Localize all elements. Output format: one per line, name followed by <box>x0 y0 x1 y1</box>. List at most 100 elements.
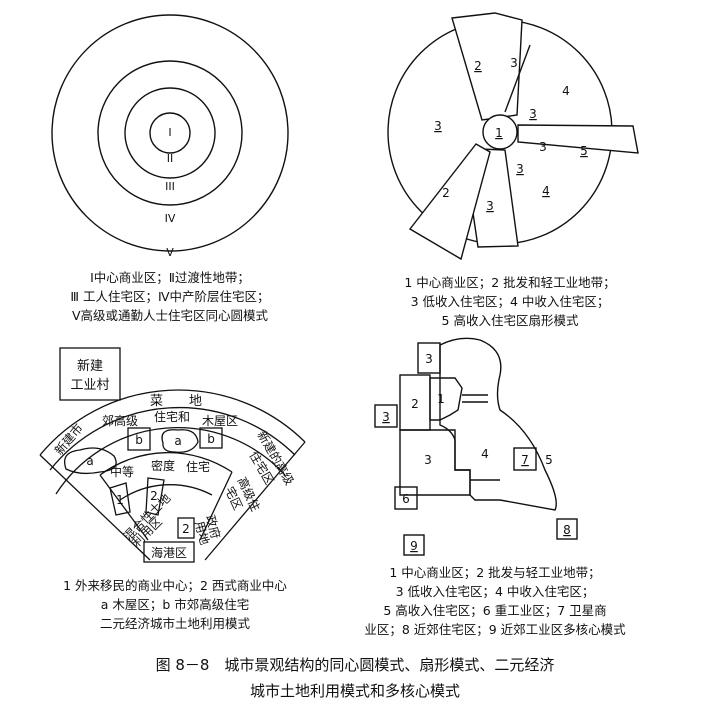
multi-label-8: 8 <box>563 523 571 537</box>
mid-density-a: 中等 <box>110 464 134 479</box>
ring-label-iv: IV <box>165 212 176 225</box>
multi-label-3-south: 3 <box>424 453 432 467</box>
multi-label-3-west: 3 <box>382 410 390 424</box>
sector-label-5: 5 <box>580 144 588 158</box>
mark-b-left: b <box>135 433 143 447</box>
multi-zone-3-south <box>399 429 471 496</box>
sector-caption-line2: 3 低收入住宅区；4 中收入住宅区； <box>410 294 610 309</box>
multi-label-1: 1 <box>437 392 445 406</box>
multi-caption-line2: 3 低收入住宅区；4 中收入住宅区； <box>395 584 595 599</box>
multi-zone-1 <box>429 377 463 421</box>
dual-side-left <box>39 454 151 561</box>
suburb-b-right <box>199 427 223 449</box>
dual-inner-right <box>199 471 233 541</box>
multi-label-7: 7 <box>521 453 529 467</box>
figure-caption: 图 8－8 城市景观结构的同心圆模式、扇形模式、二元经济 城市土地利用模式和多核… <box>60 652 650 704</box>
ring-iv <box>97 60 243 206</box>
multi-label-4: 4 <box>481 447 489 461</box>
sector-cbd-circle <box>482 114 518 150</box>
new-industry-line1: 新建 <box>77 358 103 374</box>
cbd-2-box <box>177 517 195 539</box>
mark-a-left: a <box>86 454 93 468</box>
vegetable-land-label: 菜 地 <box>150 394 202 409</box>
multi-zone-6 <box>394 486 418 510</box>
concentric-caption-line2: Ⅲ 工人住宅区；Ⅳ中产阶层住宅区； <box>70 289 270 304</box>
multi-zone-8 <box>556 518 578 540</box>
suburb-text-a: 新建市 <box>51 420 86 457</box>
mark-a-right: a <box>174 434 181 448</box>
multi-label-9: 9 <box>410 539 418 553</box>
sector-label-3-a: 3 <box>510 56 518 70</box>
sector-wedge-north <box>451 12 523 121</box>
suburb-text-d: 木屋区 <box>202 414 238 428</box>
ring-label-iii: III <box>165 180 175 193</box>
sector-label-4-b: 4 <box>542 184 550 198</box>
dual-caption-line2: a 木屋区；b 市郊高级住宅 <box>100 597 250 612</box>
mid-density-c: 住宅 <box>186 459 210 474</box>
ring-label-ii: II <box>167 152 174 165</box>
sector-divider <box>504 44 531 113</box>
multi-zone-7 <box>513 447 537 471</box>
multi-label-2: 2 <box>411 397 419 411</box>
cbd-2-top-shape <box>145 477 165 516</box>
dual-caption-line1: 1 外来移民的商业中心；2 西式商业中心 <box>63 578 287 593</box>
multi-caption-line3: 5 高收入住宅区；6 重工业区；7 卫星商 <box>383 603 607 618</box>
multi-caption-line4: 业区；8 近郊住宅区；9 近郊工业区多核心模式 <box>364 622 626 637</box>
multi-caption: 1 中心商业区；2 批发与轻工业地带； 3 低收入住宅区；4 中收入住宅区； 5… <box>345 563 645 639</box>
dual-side-right <box>204 441 306 561</box>
sector-label-3-c: 3 <box>529 107 537 121</box>
dual-caption-line3: 二元经济城市土地利用模式 <box>99 616 250 631</box>
multi-model <box>374 337 578 556</box>
sector-label-1: 1 <box>495 126 503 140</box>
dual-arc-2 <box>49 406 296 471</box>
ring-ii <box>149 112 191 154</box>
concentric-model <box>51 14 289 252</box>
suburb-text-b: 郊高级 <box>102 413 138 428</box>
sector-caption-line1: 1 中心商业区；2 批发和轻工业地带； <box>404 275 616 290</box>
multi-zone-9 <box>403 534 425 556</box>
sector-label-2-southwest: 2 <box>442 186 450 200</box>
sector-label-3-e: 3 <box>516 162 524 176</box>
ring-label-i: I <box>168 126 171 139</box>
multi-zone-3-west <box>374 404 398 428</box>
dual-arc-outer <box>39 389 306 456</box>
hut-area-a-right <box>161 429 199 453</box>
multi-label-5: 5 <box>545 453 553 467</box>
cbd-1-shape <box>109 482 131 516</box>
multi-caption-line1: 1 中心商业区；2 批发与轻工业地带； <box>389 565 601 580</box>
dual-inner-left <box>99 474 149 541</box>
sector-label-2-north: 2 <box>474 59 482 73</box>
cbd-2-box-label: 2 <box>182 522 190 536</box>
sector-label-4-a: 4 <box>562 84 570 98</box>
sector-wedge-east <box>517 124 639 154</box>
figure-caption-line1: 图 8－8 城市景观结构的同心圆模式、扇形模式、二元经济 <box>155 656 555 674</box>
sector-model <box>387 12 639 261</box>
concentric-caption: Ⅰ中心商业区；Ⅱ过渡性地带； Ⅲ 工人住宅区；Ⅳ中产阶层住宅区； Ⅴ高级或通勤人… <box>60 268 280 325</box>
concentric-caption-line3: Ⅴ高级或通勤人士住宅区同心圆模式 <box>71 308 269 323</box>
figure-caption-line2: 城市土地利用模式和多核心模式 <box>249 682 460 700</box>
ring-v <box>51 14 289 252</box>
suburb-text-c: 住宅和 <box>154 409 190 424</box>
gov-land-line2: 用地 <box>192 520 212 547</box>
harbor-box <box>143 541 195 563</box>
multi-label-3-top: 3 <box>425 352 433 366</box>
dual-caption: 1 外来移民的商业中心；2 西式商业中心 a 木屋区；b 市郊高级住宅 二元经济… <box>40 576 310 633</box>
multi-label-6: 6 <box>402 492 410 506</box>
sector-label-3-f: 3 <box>486 199 494 213</box>
gov-land-line1: 政府 <box>203 513 224 540</box>
sector-label-3-b: 3 <box>434 119 442 133</box>
concentric-caption-line1: Ⅰ中心商业区；Ⅱ过渡性地带； <box>90 270 250 285</box>
sector-wedge-southwest <box>408 143 491 261</box>
suburb-b-left <box>127 427 151 451</box>
sector-caption-line3: 5 高收入住宅区扇形模式 <box>441 313 579 328</box>
cbd-1-label: 1 <box>116 493 124 507</box>
mark-b-right: b <box>207 432 215 446</box>
new-industry-line2: 工业村 <box>70 378 109 393</box>
sector-caption: 1 中心商业区；2 批发和轻工业地带； 3 低收入住宅区；4 中收入住宅区； 5… <box>390 273 630 330</box>
sector-label-3-d: 3 <box>539 140 547 154</box>
dual-arc-3 <box>55 427 286 495</box>
dual-model <box>39 347 306 563</box>
dual-arc-5 <box>119 484 213 501</box>
mid-density-b: 密度 <box>151 458 175 473</box>
multi-outline-east <box>439 337 557 511</box>
